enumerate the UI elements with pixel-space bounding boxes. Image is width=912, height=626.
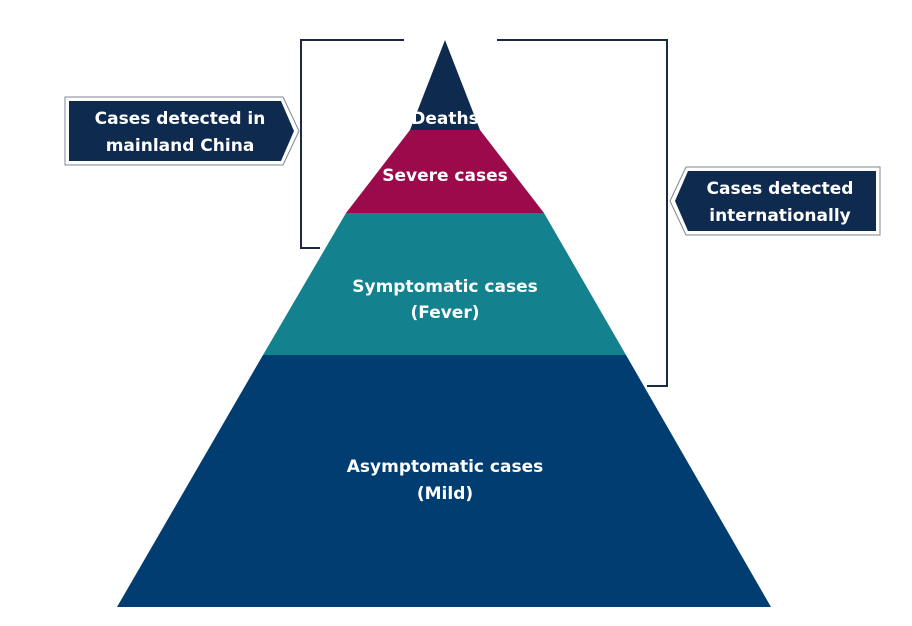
pyramid-level-deaths <box>410 40 480 130</box>
label-symptomatic-line1: Symptomatic cases <box>352 277 537 297</box>
label-severe: Severe cases <box>382 166 508 186</box>
tag-china-line2: mainland China <box>106 136 255 156</box>
tag-international: Cases detected internationally <box>669 166 881 236</box>
label-deaths: Deaths <box>411 109 478 129</box>
pyramid-level-symptomatic <box>263 213 626 355</box>
label-asymptomatic-line2: (Mild) <box>417 484 473 504</box>
bracket-international <box>497 39 668 387</box>
tag-international-line2: internationally <box>709 206 851 226</box>
bracket-mainland-china <box>300 39 404 249</box>
label-asymptomatic-line1: Asymptomatic cases <box>347 457 544 477</box>
pyramid-level-severe <box>346 130 544 213</box>
tag-international-line1: Cases detected <box>707 179 854 199</box>
tag-mainland-china: Cases detected in mainland China <box>64 96 300 166</box>
label-symptomatic-line2: (Fever) <box>411 303 480 323</box>
tag-china-line1: Cases detected in <box>95 109 266 129</box>
pyramid-level-asymptomatic <box>117 355 771 607</box>
